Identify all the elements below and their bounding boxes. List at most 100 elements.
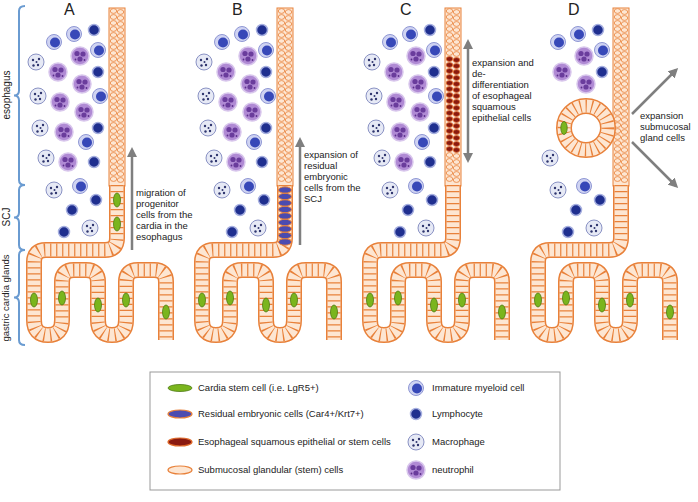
squamous-cell [285, 124, 291, 129]
squamous-cell [446, 15, 452, 20]
dedifferentiated-cell [446, 135, 452, 140]
dedifferentiated-cell [453, 124, 459, 129]
dedifferentiated-cell [453, 70, 459, 75]
cardia-stem-cell [331, 305, 338, 319]
region-label: SCJ [1, 208, 12, 227]
squamous-cell [117, 70, 123, 75]
squamous-cell [285, 82, 291, 87]
cardia-stem-cell [263, 298, 270, 312]
squamous-cell [621, 64, 627, 69]
squamous-cell [285, 40, 291, 45]
macrophage [382, 182, 398, 198]
squamous-cell [453, 172, 459, 177]
macrophage [206, 150, 222, 166]
immature-myeloid-cell [427, 43, 442, 58]
squamous-cell [446, 27, 452, 32]
lymphocyte [67, 205, 78, 216]
neutrophil [575, 47, 593, 65]
squamous-cell [285, 136, 291, 141]
cardia-stem-cell [291, 293, 298, 307]
macrophage [196, 54, 212, 70]
squamous-cell [278, 165, 284, 170]
immature-myeloid-cell [261, 89, 276, 104]
squamous-cell [453, 166, 459, 171]
squamous-cell [621, 34, 627, 39]
immature-myeloid-cell [383, 35, 398, 50]
macrophage [28, 54, 44, 70]
squamous-cell [621, 46, 627, 51]
dedifferentiated-cell [446, 63, 452, 68]
cardia-stem-cell [31, 293, 38, 307]
squamous-cell [614, 57, 620, 62]
lymphocyte [425, 157, 436, 168]
neutrophil [407, 461, 425, 479]
squamous-cell [117, 118, 123, 123]
squamous-cell [110, 105, 116, 110]
immature-myeloid-cell [79, 135, 94, 150]
squamous-cell [117, 16, 123, 21]
squamous-cell [614, 159, 620, 164]
squamous-cell [453, 46, 459, 51]
squamous-cell [621, 106, 627, 111]
legend-text: Cardia stem cell (i.e. LgR5+) [198, 383, 403, 394]
squamous-cell [110, 51, 116, 56]
squamous-cell [285, 154, 291, 159]
neutrophil [395, 153, 413, 171]
squamous-cell [621, 28, 627, 33]
squamous-cell [614, 69, 620, 74]
arrow [299, 140, 302, 245]
immature-myeloid-cell [409, 381, 424, 396]
squamous-cell [614, 39, 620, 44]
neutrophil [217, 63, 235, 81]
cardia-stem-cell [667, 305, 674, 319]
squamous-cell [285, 10, 291, 15]
squamous-cell [117, 94, 123, 99]
dedifferentiated-cell [453, 88, 459, 93]
cardia-stem-cell [459, 293, 466, 307]
immature-myeloid-cell [73, 179, 88, 194]
squamous-cell [614, 165, 620, 170]
residual-embryonic-cell [279, 187, 292, 193]
panel-letter: A [64, 1, 75, 19]
progenitor-cell [114, 217, 121, 231]
panel-letter: B [232, 1, 243, 19]
neutrophil [241, 75, 259, 93]
lymphocyte [227, 227, 238, 238]
squamous-cell [621, 130, 627, 135]
panel-d [535, 8, 677, 340]
squamous-cell [453, 34, 459, 39]
annotation: expansion and de-differentiation of esop… [472, 58, 534, 124]
squamous-cell [117, 52, 123, 57]
squamous-cell [621, 160, 627, 165]
squamous-cell [614, 105, 620, 110]
cardia-stem-cell [227, 291, 234, 305]
neutrophil [553, 63, 571, 81]
squamous-cell [621, 76, 627, 81]
neutrophil [73, 75, 91, 93]
dedifferentiated-cell [446, 69, 452, 74]
squamous-cell [278, 9, 284, 14]
squamous-cell [453, 52, 459, 57]
neutrophil [407, 47, 425, 65]
legend-text: Immature myeloid cell [432, 383, 554, 394]
legend-text: Macrophage [432, 437, 554, 448]
squamous-cell [110, 69, 116, 74]
submucosal-gland [564, 106, 608, 150]
lymphocyte [563, 227, 574, 238]
squamous-cell [285, 46, 291, 51]
region-bracket [14, 6, 25, 185]
immature-myeloid-cell [551, 35, 566, 50]
squamous-cell [278, 33, 284, 38]
lymphocyte [395, 227, 406, 238]
squamous-cell [614, 117, 620, 122]
dedifferentiated-cell [453, 76, 459, 81]
neutrophil [71, 47, 89, 65]
squamous-cell [117, 40, 123, 45]
squamous-cell [278, 153, 284, 158]
squamous-cell [278, 63, 284, 68]
dedifferentiated-cell [453, 136, 459, 141]
arrow [131, 150, 134, 250]
macrophage [374, 150, 390, 166]
squamous-cell [621, 16, 627, 21]
lymphocyte [93, 67, 104, 78]
